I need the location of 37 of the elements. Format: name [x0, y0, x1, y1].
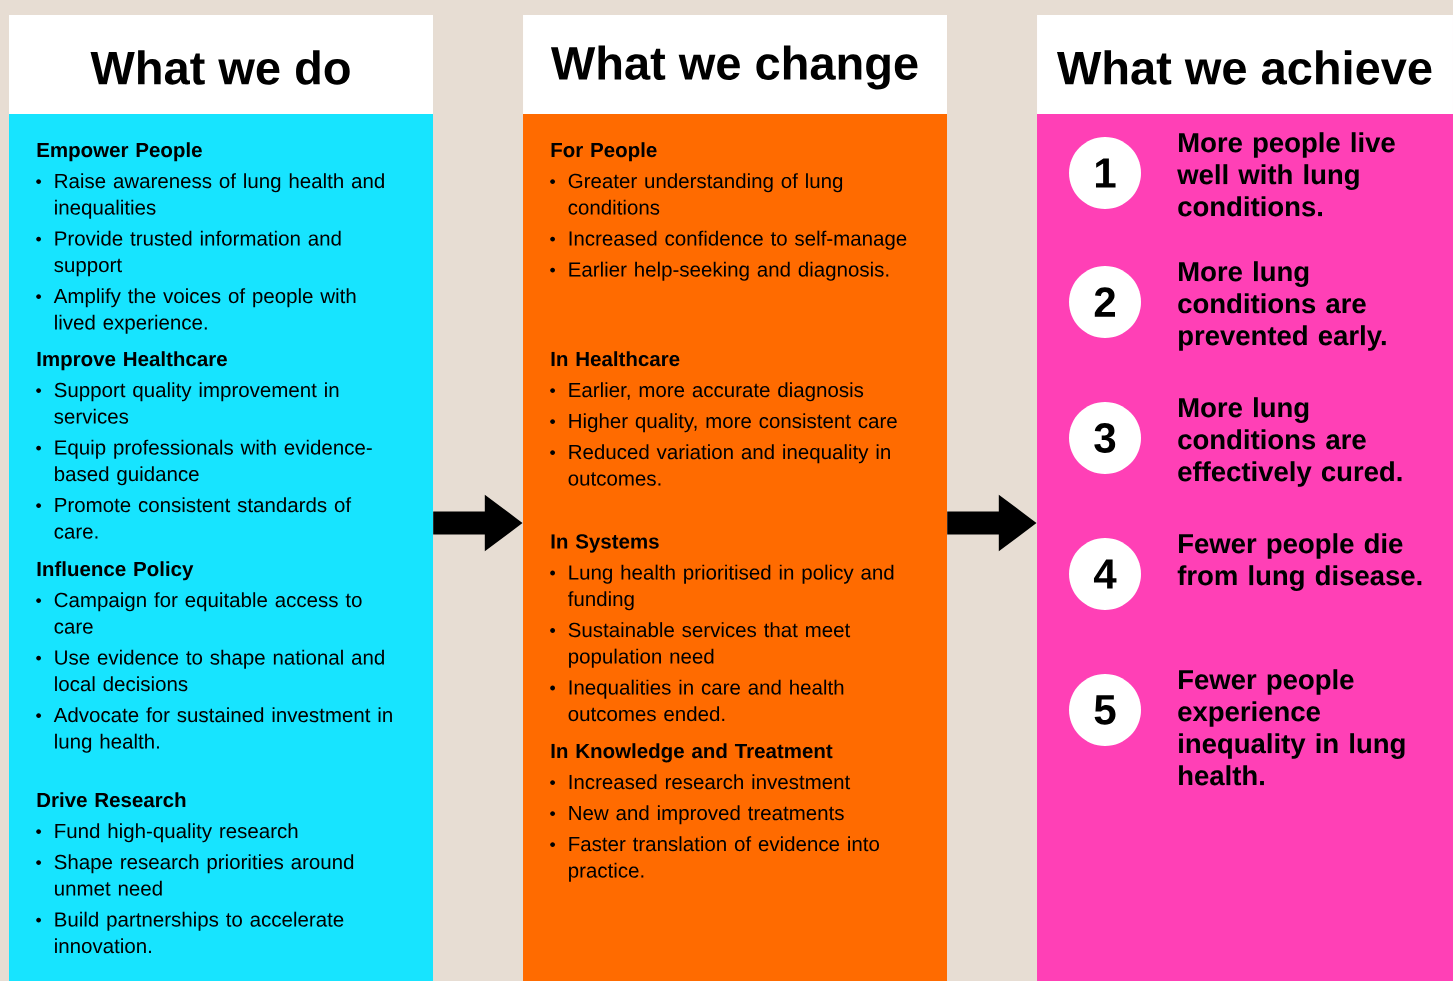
bullet-item: Raise awareness of lung health and inequalities [36, 173, 384, 219]
bullet-item: Earlier, more accurate diagnosis [550, 382, 864, 402]
bullet-item: Campaign for equitable access to care [36, 592, 362, 634]
bullet-item: Use evidence to shape national and local decisions [36, 649, 384, 692]
bullet-item: Faster translation of evidence into practice. [550, 836, 879, 882]
bullet-item: Provide trusted information and support [36, 230, 341, 277]
section-heading: For People [551, 142, 657, 162]
section-heading: In Healthcare [551, 351, 680, 367]
section-heading: Drive Research [37, 792, 186, 808]
bullet-item: Reduced variation and inequality in outcomes. [550, 444, 890, 486]
bullet-item: Inequalities in care and health outcomes ended. [550, 679, 844, 722]
bullet-item: Sustainable services that meet population need [550, 622, 851, 668]
outcome-statement: Fewer people die from lung disease. [1177, 533, 1422, 591]
bullet-item: Fund high-quality research [36, 823, 298, 843]
bullet-item: Equip professionals with evidence-based guidance [36, 439, 372, 486]
outcome-statement: Fewer people experience inequality in lung health. [1178, 669, 1405, 786]
outcome-statement: More lung conditions are prevented early. [1178, 261, 1386, 351]
bullet-item: Increased confidence to self-manage [550, 230, 907, 250]
section-heading: Improve Healthcare [37, 351, 227, 371]
bullet-item: Earlier help-seeking and diagnosis. [550, 261, 889, 281]
bullet-item: Higher quality, more consistent care [550, 413, 897, 433]
section-heading: In Knowledge and Treatment [551, 743, 833, 763]
section-heading: Influence Policy [37, 561, 194, 581]
section-heading: Empower People [37, 142, 202, 162]
bullet-item: Amplify the voices of people with lived experience. [36, 288, 356, 334]
bullet-item: Support quality improvement in services [36, 382, 339, 424]
outcome-statement: More people live well with lung conditions. [1177, 132, 1395, 217]
bullet-item: Greater understanding of lung conditions [550, 173, 843, 215]
bullet-item: Shape research priorities around unmet need [36, 854, 354, 896]
bullet-item: Promote consistent standards of care. [36, 497, 352, 539]
bullet-item: Lung health prioritised in policy and funding [550, 564, 894, 611]
bullet-item: Increased research investment [550, 774, 851, 790]
bullet-item: New and improved treatments [550, 805, 844, 825]
bullet-item: Advocate for sustained investment in lung health. [36, 707, 392, 753]
section-heading: In Systems [551, 534, 659, 553]
outcome-statement: More lung conditions are effectively cured. [1178, 397, 1402, 487]
bullet-item: Build partnerships to accelerate innovation. [36, 911, 344, 954]
